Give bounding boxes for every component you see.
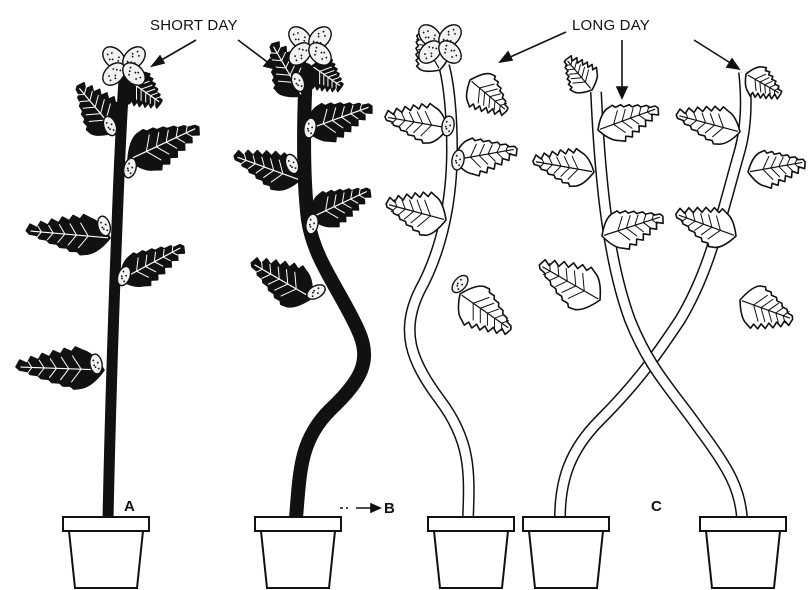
plant-c-leaf	[382, 96, 452, 147]
plant-c-leaf	[528, 244, 612, 319]
pots-layer	[63, 517, 786, 588]
short-day-label: SHORT DAY	[150, 17, 238, 34]
long-day-arrow-right	[694, 40, 739, 69]
pot-c-middle	[523, 517, 609, 588]
long-day-arrow-left	[500, 32, 566, 62]
pot-a	[63, 517, 149, 588]
plant-c-leaf	[669, 194, 743, 254]
plant-c-leaf	[745, 144, 808, 192]
plant-b-flower	[284, 22, 335, 69]
long-day-arrow-down	[617, 40, 627, 98]
short-day-arrow-left	[152, 40, 196, 66]
plant-c-stem-crossing	[596, 92, 742, 518]
plant-c-leaf	[530, 142, 598, 191]
plants-layer	[15, 20, 808, 520]
plant-a-leaf	[112, 231, 193, 297]
plant-a-leaf	[25, 210, 112, 257]
plant-a-label: A	[124, 498, 135, 515]
pot-b	[255, 517, 341, 588]
plant-c-leaf	[732, 280, 800, 341]
plant-c-leaf	[672, 96, 746, 150]
long-day-label: LONG DAY	[572, 17, 650, 34]
plant-b-label: B	[384, 500, 395, 517]
pot-c-left	[428, 517, 514, 588]
plant-c-label: C	[651, 498, 662, 515]
plant-c-leaf	[457, 65, 520, 127]
plant-a-stem	[108, 80, 124, 520]
b-marker-arrow	[340, 504, 380, 512]
pot-c-right	[700, 517, 786, 588]
